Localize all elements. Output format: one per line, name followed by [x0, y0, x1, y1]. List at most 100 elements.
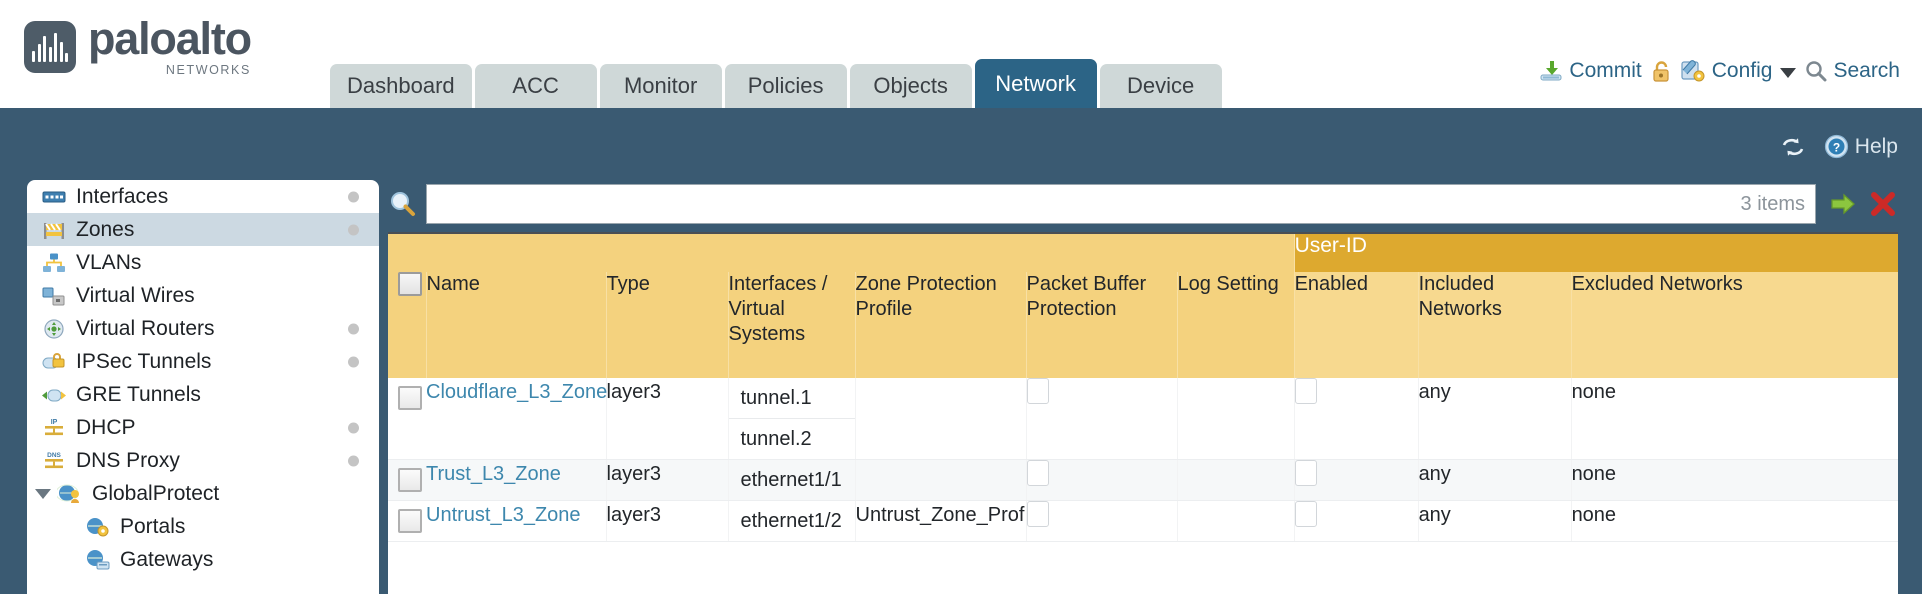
column-header-interfaces[interactable]: Interfaces / Virtual Systems — [728, 272, 856, 378]
sidebar-item-virtual-wires[interactable]: Virtual Wires — [27, 279, 379, 312]
sidebar-label-gre-tunnels: GRE Tunnels — [76, 382, 201, 406]
brand-name: paloalto — [88, 13, 252, 64]
row-checkbox[interactable] — [398, 468, 422, 492]
row-checkbox[interactable] — [398, 509, 422, 533]
column-header-zone-protection-profile[interactable]: Zone Protection Profile — [855, 272, 1027, 378]
select-all-checkbox[interactable] — [398, 272, 422, 296]
tab-network[interactable]: Network — [974, 59, 1097, 108]
cell-interfaces: tunnel.1 tunnel.2 — [728, 378, 856, 460]
zone-name-link[interactable]: Untrust_L3_Zone — [426, 504, 581, 526]
zones-content-panel: 3 items — [388, 180, 1898, 594]
table-row[interactable]: Cloudflare_L3_Zone layer3 tunnel.1 tunne… — [388, 378, 1898, 460]
cell-type: layer3 — [606, 500, 729, 542]
sidebar-indicator-dot — [348, 191, 359, 202]
row-checkbox[interactable] — [398, 386, 422, 410]
sidebar-item-gateways[interactable]: Gateways — [27, 543, 379, 576]
column-header-name[interactable]: Name — [426, 272, 607, 378]
tab-objects[interactable]: Objects — [849, 64, 972, 108]
packet-buffer-protection-checkbox[interactable] — [1026, 501, 1049, 527]
zone-name-link[interactable]: Cloudflare_L3_Zone — [426, 381, 608, 403]
sidebar-label-virtual-wires: Virtual Wires — [76, 283, 195, 307]
packet-buffer-protection-checkbox[interactable] — [1026, 378, 1049, 404]
search-box[interactable]: 3 items — [426, 184, 1816, 224]
search-label: Search — [1833, 59, 1900, 82]
tab-dashboard[interactable]: Dashboard — [330, 64, 472, 108]
commit-button[interactable]: Commit — [1539, 59, 1642, 83]
refresh-button[interactable] — [1780, 136, 1806, 158]
sidebar-item-portals[interactable]: Portals — [27, 510, 379, 543]
cell-excluded-networks: none — [1571, 500, 1898, 542]
tab-device[interactable]: Device — [1099, 64, 1222, 108]
table-column-header-row: Name Type Interfaces / Virtual Systems Z… — [388, 272, 1898, 378]
row-select-cell — [388, 378, 426, 460]
tab-monitor[interactable]: Monitor — [599, 64, 722, 108]
packet-buffer-protection-checkbox[interactable] — [1026, 460, 1049, 486]
sidebar-item-ipsec-tunnels[interactable]: IPSec Tunnels — [27, 345, 379, 378]
column-header-excluded-networks[interactable]: Excluded Networks — [1571, 272, 1898, 378]
cell-userid-enabled — [1294, 459, 1419, 501]
svg-text:IP: IP — [51, 419, 58, 426]
cell-log-setting — [1177, 378, 1295, 460]
cell-packet-buffer-protection — [1026, 459, 1178, 501]
userid-enabled-checkbox[interactable] — [1294, 501, 1317, 527]
tab-policies[interactable]: Policies — [724, 64, 847, 108]
dhcp-icon: IP — [41, 417, 67, 439]
userid-enabled-checkbox[interactable] — [1294, 378, 1317, 404]
table-row[interactable]: Untrust_L3_Zone layer3 ethernet1/2 Untru… — [388, 500, 1898, 542]
brand-tagline: NETWORKS — [165, 63, 251, 77]
sidebar-label-dns-proxy: DNS Proxy — [76, 448, 180, 472]
interfaces-icon — [41, 186, 67, 208]
sidebar-item-virtual-routers[interactable]: Virtual Routers — [27, 312, 379, 345]
table-group-header-row: User-ID — [388, 234, 1898, 272]
sidebar-label-globalprotect: GlobalProtect — [92, 481, 220, 505]
sidebar-item-dhcp[interactable]: IP DHCP — [27, 411, 379, 444]
search-button[interactable]: Search — [1805, 59, 1900, 83]
cell-name: Cloudflare_L3_Zone — [426, 378, 608, 460]
zone-name-link[interactable]: Trust_L3_Zone — [426, 463, 561, 485]
help-button[interactable]: ? Help — [1824, 134, 1898, 159]
sidebar-item-globalprotect[interactable]: GlobalProtect — [27, 477, 379, 510]
column-header-included-networks[interactable]: Included Networks — [1418, 272, 1572, 378]
apply-filter-button[interactable] — [1828, 189, 1858, 219]
search-icon — [1805, 60, 1827, 82]
table-body: Cloudflare_L3_Zone layer3 tunnel.1 tunne… — [388, 378, 1898, 542]
column-header-packet-buffer-protection[interactable]: Packet Buffer Protection — [1026, 272, 1178, 378]
virtual-wires-icon — [41, 285, 67, 307]
column-header-type[interactable]: Type — [606, 272, 729, 378]
tab-acc[interactable]: ACC — [474, 64, 597, 108]
cell-type: layer3 — [606, 378, 729, 460]
cell-interfaces: ethernet1/1 — [728, 459, 856, 501]
commit-icon — [1539, 60, 1563, 82]
sidebar-indicator-dot — [348, 356, 359, 367]
chevron-down-icon[interactable] — [35, 488, 51, 499]
clear-filter-button[interactable] — [1868, 189, 1898, 219]
commit-label: Commit — [1569, 59, 1642, 82]
cell-packet-buffer-protection — [1026, 500, 1178, 542]
config-menu-button[interactable]: Config — [1681, 59, 1797, 83]
lock-button[interactable] — [1651, 60, 1672, 83]
portals-icon — [85, 516, 111, 538]
zones-icon — [41, 219, 67, 241]
sidebar-item-interfaces[interactable]: Interfaces — [27, 180, 379, 213]
svg-text:?: ? — [1833, 141, 1840, 155]
sidebar-item-gre-tunnels[interactable]: GRE Tunnels — [27, 378, 379, 411]
sidebar-item-zones[interactable]: Zones — [27, 213, 379, 246]
gateways-icon — [85, 549, 111, 571]
search-input[interactable] — [435, 187, 1729, 221]
interface-entry: ethernet1/2 — [740, 510, 842, 532]
brand-logo: paloalto NETWORKS — [24, 13, 252, 77]
help-icon: ? — [1824, 134, 1849, 159]
table-row[interactable]: Trust_L3_Zone layer3 ethernet1/1 — [388, 459, 1898, 501]
column-header-enabled[interactable]: Enabled — [1294, 272, 1419, 378]
userid-enabled-checkbox[interactable] — [1294, 460, 1317, 486]
cell-userid-enabled — [1294, 500, 1419, 542]
main-navigation-tabs: Dashboard ACC Monitor Policies Objects N… — [330, 50, 1222, 108]
chevron-down-icon[interactable] — [1780, 67, 1797, 78]
column-header-log-setting[interactable]: Log Setting — [1177, 272, 1295, 378]
sidebar-item-dns-proxy[interactable]: DNS DNS Proxy — [27, 444, 379, 477]
ipsec-tunnels-icon — [41, 351, 67, 373]
search-filter-icon[interactable] — [388, 189, 418, 219]
app-header: paloalto NETWORKS Dashboard ACC Monitor … — [0, 0, 1922, 108]
sidebar-item-vlans[interactable]: VLANs — [27, 246, 379, 279]
